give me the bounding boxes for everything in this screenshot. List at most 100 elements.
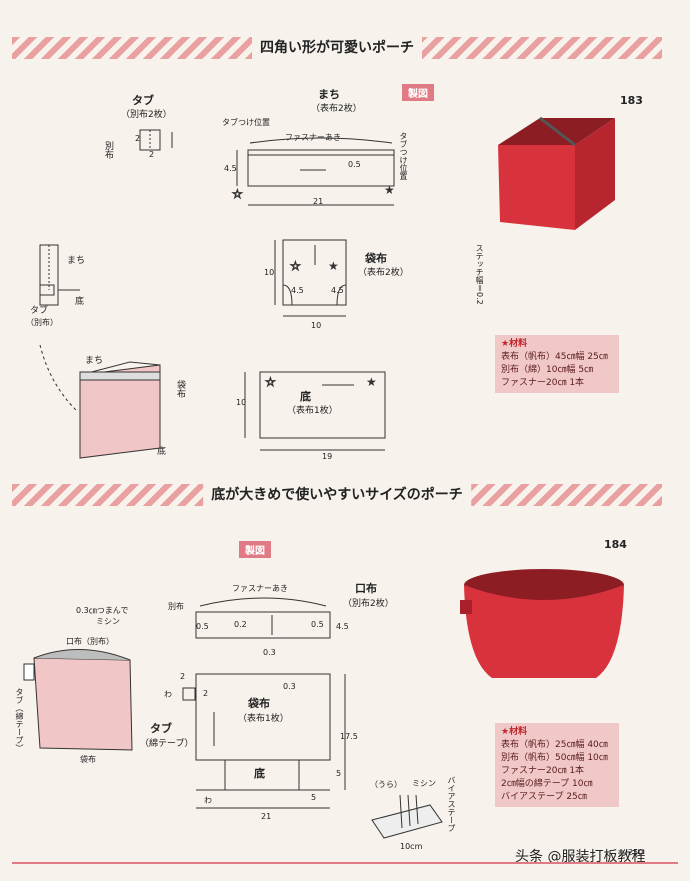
diag-tab-sub: （別布） — [26, 318, 58, 327]
kuchi-title: 口布 — [355, 582, 377, 595]
machi-w: 21 — [313, 197, 324, 206]
fukuro-h: 10 — [264, 268, 275, 277]
tab2-sub: （綿テープ） — [140, 739, 194, 749]
machi-pattern-rect — [247, 149, 395, 187]
left-kuchi: 口布（別布） — [66, 637, 114, 646]
svg-text:☆: ☆ — [265, 375, 276, 389]
machi-sub: （表布2枚） — [311, 104, 362, 114]
soko-sub: （表布1枚） — [287, 406, 338, 416]
section2-material-item: ファスナー20㎝ 1本 — [501, 766, 585, 776]
dim-45: 4.5 — [336, 622, 349, 631]
wa-label-1: わ — [164, 690, 172, 699]
fukuro2-pattern-rect — [195, 673, 331, 761]
betsu-label: 別布 — [168, 602, 184, 611]
section1-number: 183 — [620, 94, 643, 107]
svg-text:☆: ☆ — [232, 187, 243, 201]
fukuro-sub: （表布2枚） — [358, 268, 409, 278]
tab2-rect — [182, 687, 196, 701]
svg-text:★: ★ — [384, 183, 395, 197]
dim-05a: 0.5 — [196, 622, 209, 631]
stitch-width: ステッチ幅＝0.2 — [475, 244, 484, 305]
section2-material-item: 表布（帆布）25㎝幅 40㎝ — [501, 740, 608, 750]
section1-material-item: ファスナー20㎝ 1本 — [501, 378, 585, 388]
tab-dim2: 2 — [149, 150, 155, 159]
height-175: 17.5 — [340, 732, 358, 741]
svg-text:★: ★ — [328, 259, 339, 273]
section2-materials-head: ★材料 — [501, 727, 528, 737]
dim-02: 0.2 — [234, 620, 247, 629]
diag3-machi: まち — [85, 356, 104, 366]
section1-seizu-tag: 製図 — [402, 84, 434, 101]
fold-arrow — [39, 344, 79, 413]
diag-machi: まち — [67, 256, 86, 266]
section2-material-item: バイアステープ 25㎝ — [501, 792, 587, 802]
tab2-title: タブ — [150, 722, 172, 735]
dim-5b: 5 — [311, 793, 317, 802]
section1-material-item: 別布（綿）10㎝幅 5㎝ — [501, 365, 594, 375]
section1-materials-head: ★材料 — [501, 339, 528, 349]
soko-title: 底 — [300, 390, 311, 403]
bias-ura: （うら） — [370, 780, 402, 789]
tab-betsu: 別布 — [103, 141, 113, 159]
diag3-fukuro2: 袋布 — [175, 380, 185, 398]
dim-05b: 0.5 — [311, 620, 324, 629]
note-mishin: ミシン — [96, 617, 120, 626]
section2-material-item: 別布（帆布）50㎝幅 10㎝ — [501, 753, 608, 763]
section1-materials: ★材料 表布（帆布）45㎝幅 25㎝ 別布（綿）10㎝幅 5㎝ ファスナー20㎝… — [495, 335, 619, 393]
section2-number: 184 — [604, 538, 627, 551]
kuchi-sub: （別布2枚） — [343, 599, 394, 609]
section1-title: 四角い形が可愛いポーチ — [252, 37, 422, 59]
footer-rule — [12, 862, 678, 864]
dim-03a: 0.3 — [263, 648, 276, 657]
dim-03b: 0.3 — [283, 682, 296, 691]
bias-mishin: ミシン — [412, 779, 436, 788]
machi-tabpos2: タブつけ位置 — [399, 132, 408, 180]
section2-seizu-tag: 製図 — [239, 541, 271, 558]
dim-2b: 2 — [203, 689, 209, 698]
section2-material-item: 2㎝幅の綿テープ 10㎝ — [501, 779, 593, 789]
svg-text:☆: ☆ — [290, 259, 301, 273]
svg-text:★: ★ — [366, 375, 377, 389]
soko-pattern-rect — [259, 371, 386, 439]
diag3-soko: 底 — [157, 447, 167, 457]
machi-zipper: ファスナーあき — [285, 133, 341, 142]
fukuro2-sub: （表布1枚） — [238, 714, 289, 724]
section2-banner: 底が大きめで使いやすいサイズのポーチ — [12, 484, 662, 506]
width-21: 21 — [261, 812, 272, 821]
soko2-rect — [224, 759, 300, 791]
watermark: 头条 @服装打板教程 — [515, 849, 646, 865]
tab-dim1: 2 — [135, 134, 141, 143]
fukuro-title: 袋布 — [365, 252, 387, 265]
fukuro-pattern-rect — [282, 239, 347, 306]
machi-tabpos1: タブつけ位置 — [222, 118, 270, 127]
bias-10cm: 10cm — [400, 842, 423, 851]
diag-soko: 底 — [75, 297, 85, 307]
dim-5a: 5 — [336, 769, 342, 778]
fukuro-c2: 4.5 — [331, 286, 344, 295]
left-tab: タブ（綿テープ） — [15, 688, 24, 752]
section2-materials: ★材料 表布（帆布）25㎝幅 40㎝ 別布（帆布）50㎝幅 10㎝ ファスナー2… — [495, 723, 619, 807]
bias-tape: バイアステープ — [447, 776, 456, 832]
soko2-label: 底 — [254, 767, 265, 780]
diag-pouch-2 — [33, 657, 133, 751]
section1-banner: 四角い形が可愛いポーチ — [12, 37, 662, 59]
fukuro-w: 10 — [311, 321, 322, 330]
diag3-bag — [79, 364, 161, 459]
zipper-label: ファスナーあき — [232, 584, 288, 593]
machi-title: まち — [318, 88, 340, 101]
machi-h: 4.5 — [224, 164, 237, 173]
note-pinch: 0.3㎝つまんで — [76, 606, 129, 615]
machi-margin: 0.5 — [348, 160, 361, 169]
diag-tab: タブ — [30, 306, 49, 316]
section2-title: 底が大きめで使いやすいサイズのポーチ — [203, 484, 471, 506]
wide-pouch-illustration — [460, 569, 624, 678]
soko-w: 19 — [322, 452, 333, 461]
tab-title: タブ — [132, 94, 154, 107]
wa-label-2: わ — [204, 796, 212, 805]
page-number: 250 — [628, 848, 644, 857]
bias-tape-diagram — [371, 804, 443, 839]
section1-material-item: 表布（帆布）45㎝幅 25㎝ — [501, 352, 608, 362]
fukuro-c1: 4.5 — [291, 286, 304, 295]
box-pouch-illustration — [498, 116, 615, 230]
